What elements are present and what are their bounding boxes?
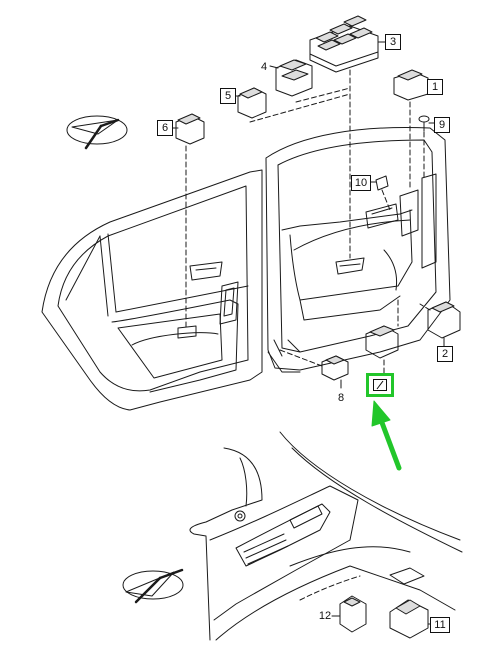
part-2-drawing — [427, 301, 461, 347]
part-8-drawing — [321, 355, 349, 389]
part-label-9[interactable]: 9 — [434, 117, 450, 133]
window-switch-5-drawing — [233, 87, 267, 119]
part-12-drawing — [331, 595, 367, 633]
part-label-12[interactable]: 12 — [318, 610, 332, 622]
lower-section-drawing — [189, 431, 463, 641]
rear-door-drawing — [41, 169, 263, 411]
part-label-5[interactable]: 5 — [220, 88, 236, 104]
part-7-highlight[interactable] — [366, 373, 394, 397]
part-10-clip-drawing — [370, 175, 389, 191]
part-label-10[interactable]: 10 — [351, 175, 371, 191]
part-9-screw-drawing — [418, 115, 436, 132]
part-7-icon — [373, 379, 387, 391]
window-switch-3-drawing — [309, 15, 389, 73]
part-label-1[interactable]: 1 — [427, 79, 443, 95]
window-switch-4-drawing — [269, 59, 313, 97]
highlight-arrow — [371, 400, 402, 471]
part-label-3[interactable]: 3 — [385, 34, 401, 50]
part-label-6[interactable]: 6 — [157, 120, 173, 136]
leader-lines — [185, 69, 431, 375]
part-11-drawing — [389, 599, 433, 639]
direction-arrow-icon — [66, 115, 128, 150]
front-door-drawing — [265, 127, 451, 373]
part-label-2[interactable]: 2 — [437, 346, 453, 362]
part-7-switch-drawing — [365, 325, 399, 359]
part-label-11[interactable]: 11 — [430, 617, 450, 633]
window-switch-6-drawing — [171, 113, 205, 145]
direction-arrow-bottom-icon — [122, 568, 184, 604]
part-label-8[interactable]: 8 — [337, 392, 345, 404]
part-label-4[interactable]: 4 — [260, 61, 268, 73]
